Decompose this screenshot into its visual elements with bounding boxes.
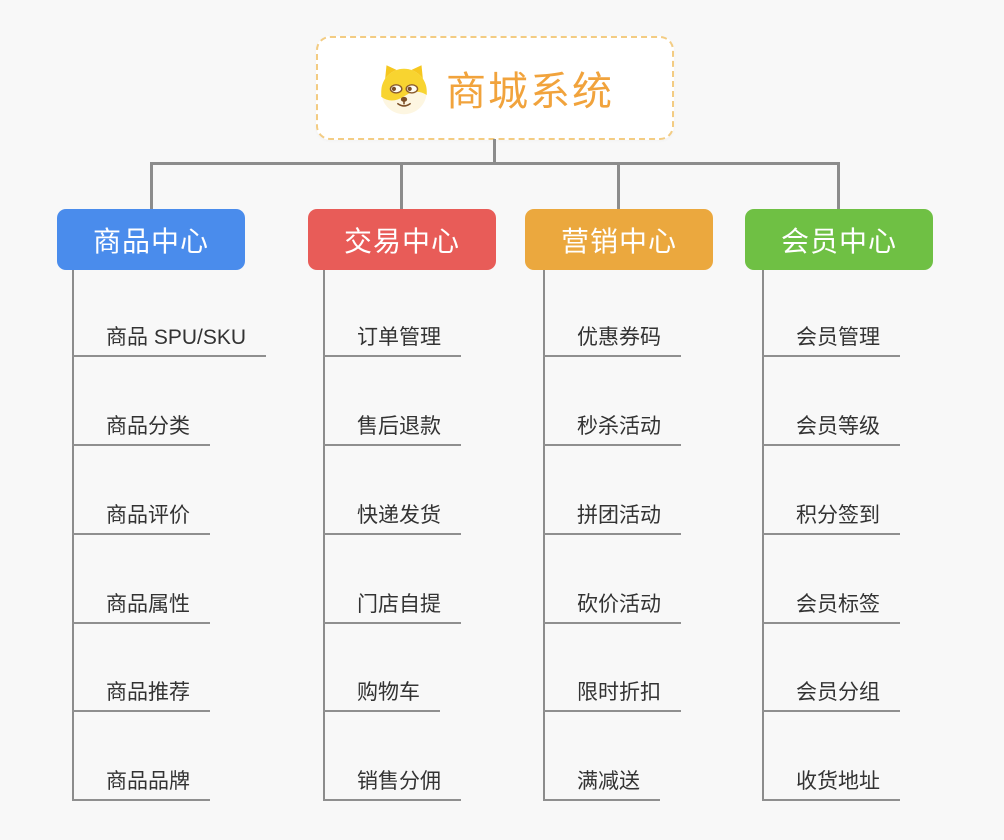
leaf-node[interactable]: 商品推荐: [72, 676, 210, 712]
connector-drop-marketing: [617, 162, 620, 210]
connector-column-trade: [323, 270, 325, 801]
root-title: 商城系统: [446, 70, 614, 114]
leaf-node[interactable]: 收货地址: [762, 765, 900, 801]
leaf-node[interactable]: 会员分组: [762, 676, 900, 712]
leaf-node[interactable]: 积分签到: [762, 499, 900, 535]
connector-column-products: [72, 270, 74, 801]
leaf-node[interactable]: 购物车: [323, 676, 440, 712]
root-node[interactable]: 商城系统: [316, 36, 674, 140]
branch-node-trade[interactable]: 交易中心: [308, 209, 496, 270]
connector-column-members: [762, 270, 764, 801]
leaf-node[interactable]: 门店自提: [323, 588, 461, 624]
branch-label: 商品中心: [92, 225, 209, 257]
connector-root-stem: [493, 139, 496, 163]
leaf-node[interactable]: 商品属性: [72, 588, 210, 624]
leaf-node[interactable]: 商品品牌: [72, 765, 210, 801]
leaf-node[interactable]: 会员等级: [762, 410, 900, 446]
leaf-node[interactable]: 限时折扣: [543, 676, 681, 712]
branch-label: 营销中心: [560, 225, 677, 257]
branch-label: 会员中心: [780, 225, 897, 257]
leaf-node[interactable]: 商品分类: [72, 410, 210, 446]
leaf-node[interactable]: 会员管理: [762, 321, 900, 357]
connector-drop-members: [837, 162, 840, 210]
branch-label: 交易中心: [343, 225, 460, 257]
leaf-node[interactable]: 满减送: [543, 765, 660, 801]
leaf-node[interactable]: 会员标签: [762, 588, 900, 624]
leaf-node[interactable]: 优惠券码: [543, 321, 681, 357]
leaf-node[interactable]: 拼团活动: [543, 499, 681, 535]
leaf-node[interactable]: 快递发货: [323, 499, 461, 535]
branch-node-members[interactable]: 会员中心: [745, 209, 933, 270]
leaf-node[interactable]: 砍价活动: [543, 588, 681, 624]
branch-node-products[interactable]: 商品中心: [57, 209, 245, 270]
connector-drop-products: [150, 162, 153, 210]
doge-icon: [376, 60, 432, 116]
leaf-node[interactable]: 商品评价: [72, 499, 210, 535]
leaf-node[interactable]: 售后退款: [323, 410, 461, 446]
leaf-node[interactable]: 秒杀活动: [543, 410, 681, 446]
connector-column-marketing: [543, 270, 545, 801]
leaf-node[interactable]: 销售分佣: [323, 765, 461, 801]
leaf-node[interactable]: 商品 SPU/SKU: [72, 321, 267, 357]
leaf-node[interactable]: 订单管理: [323, 321, 461, 357]
branch-node-marketing[interactable]: 营销中心: [525, 209, 713, 270]
connector-horizontal: [150, 162, 840, 165]
connector-drop-trade: [400, 162, 403, 210]
